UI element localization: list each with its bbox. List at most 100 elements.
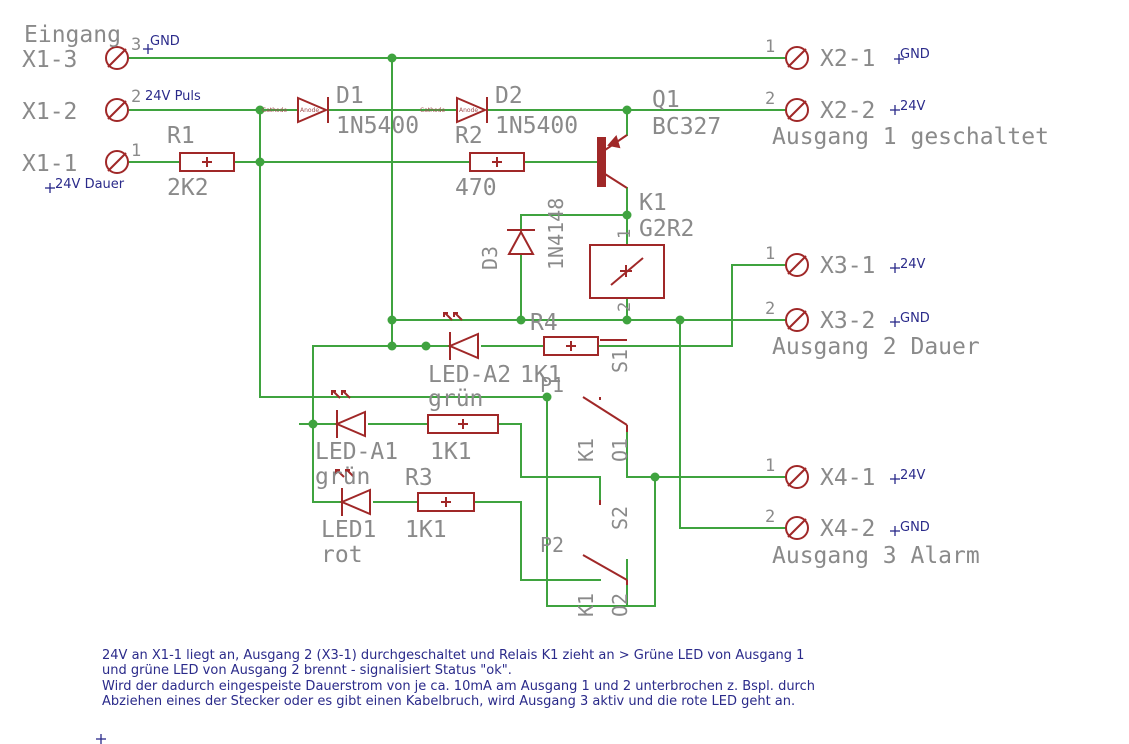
net-marker-icon [894,54,904,64]
tiny-label: Cathode [262,107,288,114]
junction [255,157,265,167]
note-line: Wird der dadurch eingespeiste Dauerstrom… [102,678,816,694]
junction [622,315,632,325]
connector-x1-3 [105,46,129,70]
description-note: 24V an X1-1 liegt an, Ausgang 2 (X3-1) d… [102,648,1112,710]
d1-value: 1N5400 [336,113,419,139]
output-2-title: Ausgang 2 Dauer [772,334,980,360]
x3-2-label: X3-2 [820,308,875,334]
note-line: Abziehen eines der Stecker oder es gibt … [102,694,796,710]
x1-2-net: 24V Puls [145,89,201,104]
led-a1-name: LED-A1 [315,439,398,465]
x4-1-label: X4-1 [820,465,875,491]
junction [421,341,431,351]
diode-d3 [507,229,535,255]
connector-x3-1 [785,253,809,277]
inputs-title: Eingang [24,22,121,48]
diode-d2 [456,96,488,124]
connector-x1-1 [105,150,129,174]
diode-d1 [297,96,329,124]
connectors [105,46,809,540]
x4-2-label: X4-2 [820,516,875,542]
relay-k1-contact-o2 [582,500,628,585]
x2-2-net: 24V [900,99,926,114]
led1-name: LED1 [321,517,376,543]
x1-3-label: X1-3 [22,47,77,73]
junction [622,210,632,220]
d1-name: D1 [336,83,364,109]
led1 [335,469,371,516]
resistor-led-a1 [427,414,499,434]
x3-1-pin: 1 [765,244,775,264]
led-a2-value: grün [428,386,483,412]
x3-2-pin: 2 [765,299,775,319]
x2-1-pin: 1 [765,37,775,57]
x1-2-label: X1-2 [22,99,77,125]
junction [622,105,632,115]
contact2-p: P2 [540,533,564,557]
connector-x4-1 [785,465,809,489]
d3-value: 1N4148 [544,198,568,270]
x1-3-net: GND [150,34,180,49]
x1-1-label: X1-1 [22,151,77,177]
x1-3-pin: 3 [131,35,141,55]
net-marker-icon [45,183,55,193]
contact2-name: K1 [574,593,598,617]
r-a1-value: 1K1 [430,439,472,465]
tiny-label: Anode [459,107,478,114]
led-a1 [331,390,366,438]
k1-value: G2R2 [639,216,694,242]
net-marker-icon [890,317,900,327]
resistor-r2 [469,152,525,172]
x1-2-pin: 2 [131,87,141,107]
connector-x4-2 [785,516,809,540]
junction [255,105,265,115]
led-a2 [443,312,479,360]
net-marker-icon [890,474,900,484]
x4-1-pin: 1 [765,456,775,476]
tiny-label: Cathode [420,107,446,114]
x2-1-net: GND [900,47,930,62]
relay-k1-coil [589,244,665,299]
contact1-o: O1 [608,438,632,462]
wires [129,57,786,607]
net-marker-icon [890,263,900,273]
d2-name: D2 [495,83,523,109]
junction [516,315,526,325]
x2-1-label: X2-1 [820,46,875,72]
junction [387,53,397,63]
tiny-label: Anode [300,107,319,114]
x1-1-pin: 1 [131,141,141,161]
r3-value: 1K1 [405,517,447,543]
x4-2-net: GND [900,520,930,535]
junction [387,315,397,325]
output-3-title: Ausgang 3 Alarm [772,543,980,569]
led-a1-value: grün [315,464,370,490]
transistor-q1 [597,134,628,189]
note-line: 24V an X1-1 liegt an, Ausgang 2 (X3-1) d… [102,648,805,663]
x3-1-net: 24V [900,257,926,272]
k1-pin1: 1 [615,229,635,239]
r1-name: R1 [167,123,195,149]
junction [308,419,318,429]
junction [387,341,397,351]
q1-value: BC327 [652,114,721,140]
junction [650,472,660,482]
x4-2-pin: 2 [765,507,775,527]
q1-name: Q1 [652,87,680,113]
contact2-o: O2 [608,593,632,617]
connector-x3-2 [785,308,809,332]
x2-2-pin: 2 [765,89,775,109]
resistor-r1 [179,152,235,172]
net-marker-icon [890,526,900,536]
connector-x2-1 [785,46,809,70]
resistor-r3 [417,492,475,512]
connector-x1-2 [105,98,129,122]
contact1-s: S1 [608,349,632,373]
net-marker-icon [890,105,900,115]
contact1-name: K1 [574,438,598,462]
junction [542,392,552,402]
r1-value: 2K2 [167,175,209,201]
net-marker-icon [143,44,153,54]
